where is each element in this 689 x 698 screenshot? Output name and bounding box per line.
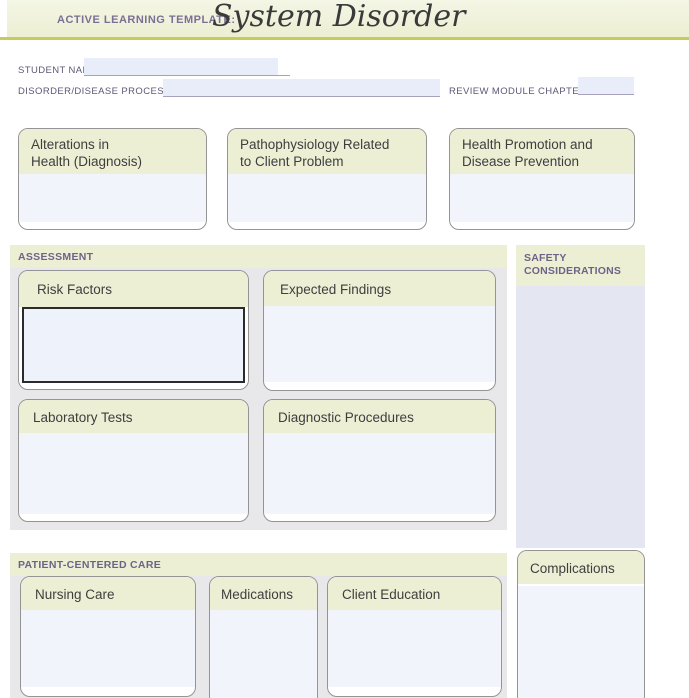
safety-considerations-label: SAFETY CONSIDERATIONS bbox=[516, 245, 645, 286]
review-module-field[interactable] bbox=[578, 77, 634, 94]
disorder-underline bbox=[163, 96, 440, 97]
card-diagnostic-procedures-header: Diagnostic Procedures bbox=[264, 400, 495, 433]
complications-input-area[interactable] bbox=[518, 586, 644, 698]
card-title-line: Laboratory Tests bbox=[33, 410, 133, 425]
disorder-label: DISORDER/DISEASE PROCESS bbox=[18, 86, 171, 97]
card-alterations-header: Alterations in Health (Diagnosis) bbox=[19, 129, 206, 174]
complications-header-separator bbox=[519, 584, 643, 586]
card-title-line: Risk Factors bbox=[37, 282, 113, 297]
alterations-input-area[interactable] bbox=[19, 174, 206, 222]
card-nursing-care-header: Nursing Care bbox=[21, 577, 195, 610]
student-name-label: STUDENT NAME bbox=[18, 65, 98, 76]
template-header: ACTIVE LEARNING TEMPLATE: System Disorde… bbox=[0, 0, 689, 37]
card-title-line: Health (Diagnosis) bbox=[31, 154, 143, 169]
card-pathophysiology-header: Pathophysiology Related to Client Proble… bbox=[228, 129, 426, 174]
header-notch bbox=[0, 0, 7, 37]
card-title-line: Health Promotion and bbox=[462, 137, 593, 152]
card-title-line: Pathophysiology Related bbox=[240, 137, 390, 152]
card-expected-findings-header: Expected Findings bbox=[264, 271, 495, 306]
health-promotion-input-area[interactable] bbox=[450, 174, 634, 222]
card-title-line: Complications bbox=[530, 561, 615, 576]
card-title-line: Client Education bbox=[342, 587, 441, 602]
safety-label-line: CONSIDERATIONS bbox=[524, 265, 622, 277]
card-complications-header: Complications bbox=[518, 551, 644, 584]
card-title-line: Disease Prevention bbox=[462, 154, 580, 169]
risk-factors-input-area[interactable] bbox=[22, 307, 245, 383]
card-client-education-header: Client Education bbox=[328, 577, 501, 610]
card-diagnostic-procedures: Diagnostic Procedures bbox=[263, 399, 496, 522]
review-module-underline bbox=[578, 94, 634, 95]
card-medications-header: Medications bbox=[210, 577, 317, 610]
laboratory-tests-input-area[interactable] bbox=[19, 433, 248, 514]
card-medications: Medications bbox=[209, 576, 318, 698]
safety-label-line: SAFETY bbox=[524, 252, 567, 264]
assessment-label: ASSESSMENT bbox=[10, 245, 507, 268]
diagnostic-procedures-input-area[interactable] bbox=[264, 433, 495, 514]
safety-considerations-section: SAFETY CONSIDERATIONS bbox=[516, 245, 645, 548]
nursing-care-input-area[interactable] bbox=[21, 610, 195, 687]
disorder-field[interactable] bbox=[163, 79, 440, 96]
client-education-input-area[interactable] bbox=[328, 610, 501, 687]
card-title-line: Diagnostic Procedures bbox=[278, 410, 414, 425]
card-health-promotion-header: Health Promotion and Disease Prevention bbox=[450, 129, 634, 174]
header-divider bbox=[0, 37, 689, 40]
review-module-label: REVIEW MODULE CHAPTER bbox=[449, 86, 587, 97]
card-title-line: Nursing Care bbox=[35, 587, 115, 602]
card-complications: Complications bbox=[517, 550, 645, 698]
card-title-line: Alterations in bbox=[31, 137, 110, 152]
card-title-line: to Client Problem bbox=[240, 154, 344, 169]
student-name-underline bbox=[84, 75, 290, 76]
student-name-field[interactable] bbox=[84, 58, 278, 75]
page-title: System Disorder bbox=[212, 0, 466, 34]
patient-centered-care-label: PATIENT-CENTERED CARE bbox=[10, 553, 507, 576]
card-title-line: Expected Findings bbox=[280, 282, 392, 297]
pathophysiology-input-area[interactable] bbox=[228, 174, 426, 222]
template-label: ACTIVE LEARNING TEMPLATE: bbox=[57, 14, 236, 26]
card-nursing-care: Nursing Care bbox=[20, 576, 196, 697]
card-laboratory-tests: Laboratory Tests bbox=[18, 399, 249, 522]
card-client-education: Client Education bbox=[327, 576, 502, 697]
card-title-line: Medications bbox=[221, 587, 294, 602]
safety-considerations-input-area[interactable] bbox=[516, 286, 645, 548]
medications-input-area[interactable] bbox=[210, 610, 317, 698]
card-health-promotion: Health Promotion and Disease Prevention bbox=[449, 128, 635, 230]
card-laboratory-tests-header: Laboratory Tests bbox=[19, 400, 248, 433]
card-expected-findings: Expected Findings bbox=[263, 270, 496, 391]
card-risk-factors-header: Risk Factors bbox=[19, 271, 248, 307]
card-alterations-in-health: Alterations in Health (Diagnosis) bbox=[18, 128, 207, 230]
card-pathophysiology: Pathophysiology Related to Client Proble… bbox=[227, 128, 427, 230]
card-risk-factors: Risk Factors bbox=[18, 270, 249, 390]
expected-findings-input-area[interactable] bbox=[264, 306, 495, 382]
